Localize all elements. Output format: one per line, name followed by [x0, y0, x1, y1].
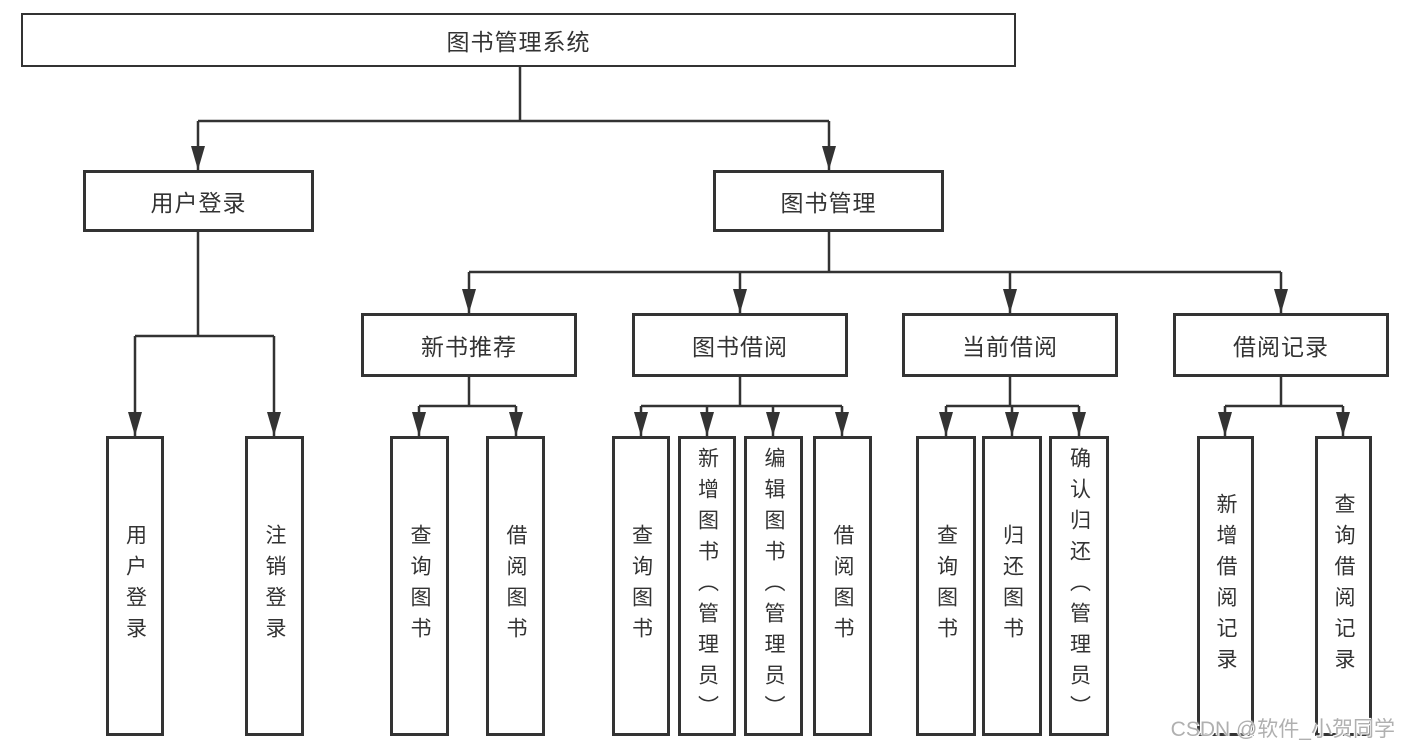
- node-book-management-label: 图书管理: [780, 190, 877, 216]
- leaf-nb-query-books: 查询图书: [390, 436, 449, 736]
- leaf-br-query-record: 查询借阅记录: [1315, 436, 1372, 736]
- leaf-nb-borrow-books-label: 借阅图书: [504, 524, 527, 648]
- node-current-borrow-label: 当前借阅: [962, 334, 1058, 360]
- leaf-bb-add-book-admin-label: 新增图书（管理员）: [695, 446, 719, 726]
- node-borrow-records: 借阅记录: [1173, 313, 1389, 377]
- leaf-bb-edit-book-admin-label: 编辑图书（管理员）: [762, 446, 785, 726]
- leaf-logout: 注销登录: [245, 436, 304, 736]
- leaf-nb-query-books-label: 查询图书: [408, 524, 431, 648]
- node-new-book-recommend: 新书推荐: [361, 313, 577, 377]
- leaf-br-query-record-label: 查询借阅记录: [1332, 493, 1355, 679]
- leaf-nb-borrow-books: 借阅图书: [486, 436, 545, 736]
- node-user-login: 用户登录: [83, 170, 314, 232]
- csdn-watermark: CSDN @软件_小贺同学: [1170, 718, 1395, 741]
- leaf-bb-query-books: 查询图书: [612, 436, 670, 736]
- node-root-library-system: 图书管理系统: [21, 13, 1016, 67]
- leaf-logout-label: 注销登录: [263, 524, 286, 648]
- leaf-bb-add-book-admin: 新增图书（管理员）: [678, 436, 736, 736]
- leaf-cb-return-books-label: 归还图书: [1000, 524, 1024, 648]
- leaf-bb-edit-book-admin: 编辑图书（管理员）: [744, 436, 803, 736]
- node-book-borrow-label: 图书借阅: [692, 334, 788, 360]
- leaf-cb-return-books: 归还图书: [982, 436, 1042, 736]
- node-root-label: 图书管理系统: [446, 29, 591, 55]
- leaf-bb-query-books-label: 查询图书: [629, 524, 653, 648]
- node-borrow-records-label: 借阅记录: [1233, 334, 1329, 360]
- leaf-cb-query-books-label: 查询图书: [934, 524, 958, 648]
- node-current-borrow: 当前借阅: [902, 313, 1118, 377]
- leaf-cb-query-books: 查询图书: [916, 436, 976, 736]
- leaf-user-login: 用户登录: [106, 436, 164, 736]
- leaf-cb-confirm-return-admin: 确认归还（管理员）: [1049, 436, 1109, 736]
- node-user-login-label: 用户登录: [150, 190, 247, 216]
- leaf-bb-borrow-books-label: 借阅图书: [831, 524, 854, 648]
- node-new-book-recommend-label: 新书推荐: [421, 334, 517, 360]
- node-book-borrow: 图书借阅: [632, 313, 848, 377]
- leaf-cb-confirm-return-admin-label: 确认归还（管理员）: [1067, 446, 1091, 726]
- leaf-user-login-label: 用户登录: [123, 524, 147, 648]
- leaf-br-add-record: 新增借阅记录: [1197, 436, 1254, 736]
- leaf-bb-borrow-books: 借阅图书: [813, 436, 872, 736]
- leaf-br-add-record-label: 新增借阅记录: [1214, 493, 1237, 679]
- node-book-management: 图书管理: [713, 170, 944, 232]
